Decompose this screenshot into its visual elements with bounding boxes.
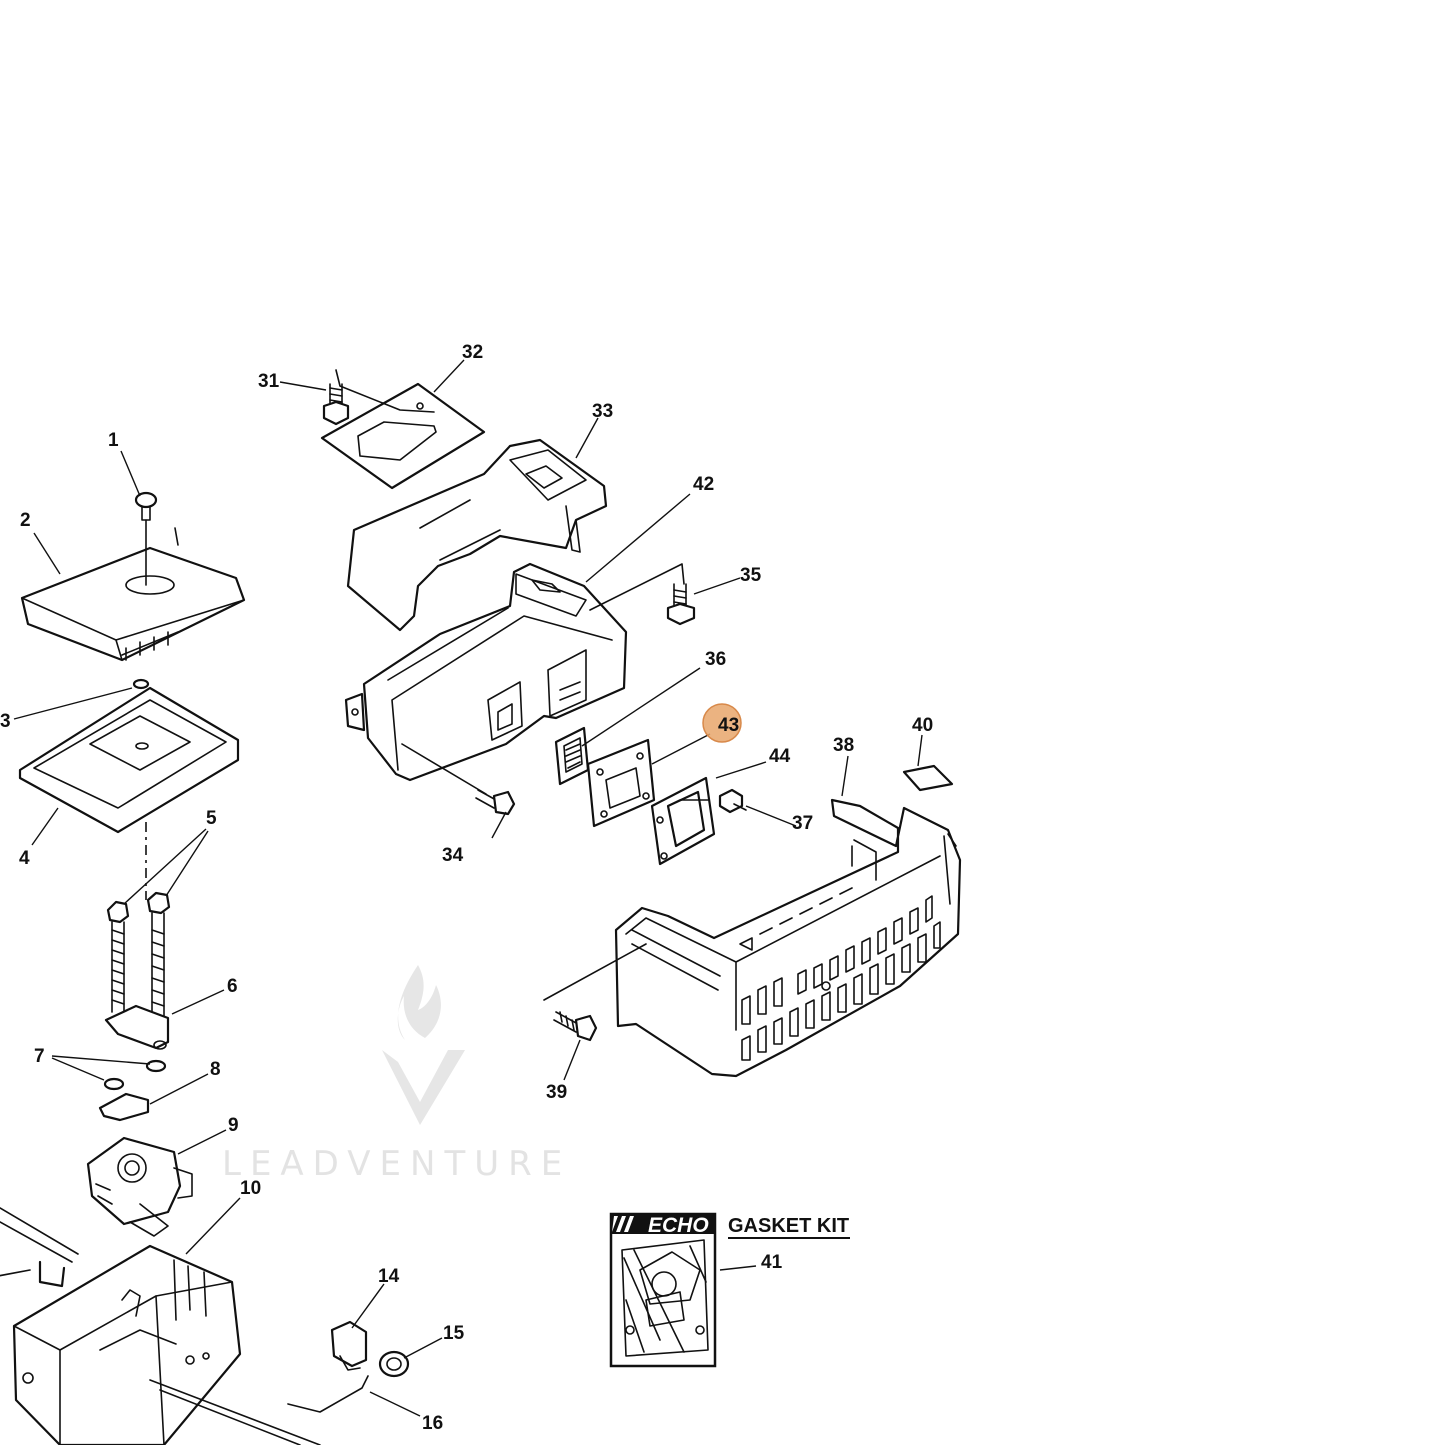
callout-14[interactable]: 14 [378,1266,400,1287]
muffler-42[interactable] [344,562,685,782]
cover-screw[interactable] [134,491,158,586]
muffler-gasket-32[interactable] [320,369,486,490]
callout-38[interactable]: 38 [833,735,854,756]
bolt-5-left[interactable] [106,900,130,1013]
spark-arrester-screen[interactable] [554,726,590,786]
bolt-5-right[interactable] [146,891,171,1031]
callout-8[interactable]: 8 [210,1059,221,1080]
callout-1[interactable]: 1 [108,430,119,451]
callout-5[interactable]: 5 [206,808,217,829]
air-filter-element[interactable] [18,686,240,834]
bolt-31[interactable] [322,383,350,426]
callout-33[interactable]: 33 [592,401,613,422]
callout-35[interactable]: 35 [740,565,762,586]
muffler-cap-44[interactable] [650,776,716,866]
callout-39[interactable]: 39 [546,1082,567,1103]
filter-bracket[interactable] [104,1004,170,1050]
throttle-rod[interactable] [0,1207,79,1263]
rod-clip[interactable] [38,1260,66,1288]
callout-labels: 1 2 3 4 5 6 7 8 9 10 14 15 16 31 32 33 3… [0,342,933,1434]
washer-7-right[interactable] [145,1059,167,1073]
muffler-guard-38[interactable] [614,798,962,1078]
callout-2[interactable]: 2 [20,510,31,531]
callout-7[interactable]: 7 [34,1046,45,1067]
choke-lever[interactable] [330,1320,368,1371]
gasket-43[interactable] [586,738,656,828]
watermark-v-icon [382,1050,465,1125]
callout-32[interactable]: 32 [462,342,483,363]
callout-37[interactable]: 37 [792,813,813,834]
callout-9[interactable]: 9 [228,1115,239,1136]
callout-15[interactable]: 15 [443,1323,465,1344]
callout-42[interactable]: 42 [693,474,714,495]
gasket-kit-illustration [621,1239,709,1357]
air-cleaner-case[interactable] [12,1244,321,1445]
washer-3[interactable] [132,678,150,690]
carburetor-gasket[interactable] [98,1092,150,1122]
callout-16[interactable]: 16 [422,1413,443,1434]
bolt-37[interactable] [718,788,747,814]
callout-43[interactable]: 43 [718,715,739,736]
bolt-34[interactable] [401,743,516,816]
gasket-kit-title: GASKET KIT [728,1215,849,1237]
highlight-marker-43[interactable] [702,703,742,743]
callout-36[interactable]: 36 [705,649,726,670]
callout-40[interactable]: 40 [912,715,933,736]
watermark: LEADVENTURE [222,965,571,1184]
watermark-flame-icon [397,965,441,1040]
callout-41[interactable]: 41 [761,1252,783,1273]
carburetor[interactable] [86,1136,193,1237]
callout-10[interactable]: 10 [240,1178,261,1199]
rod-leader [0,1269,31,1277]
bolt-35[interactable] [666,583,696,626]
air-cleaner-cover[interactable] [20,527,246,662]
callout-6[interactable]: 6 [227,976,238,997]
leader-lines [13,359,923,1417]
choke-knob[interactable] [378,1350,410,1378]
callout-34[interactable]: 34 [442,845,464,866]
washer-7-left[interactable] [103,1077,125,1091]
guard-vent-slots [739,887,941,1061]
callout-3[interactable]: 3 [0,711,11,732]
callout-31[interactable]: 31 [258,371,280,392]
callout-4[interactable]: 4 [19,848,30,869]
bolt-39[interactable] [543,943,647,1042]
choke-wire[interactable] [287,1375,369,1413]
gasket-kit-brand: ECHO [648,1214,709,1237]
callout-44[interactable]: 44 [769,746,791,767]
heat-shield-33[interactable] [346,438,608,632]
brand-bar [611,1214,715,1234]
watermark-text: LEADVENTURE [222,1144,571,1184]
gasket-kit[interactable]: ECHO GASKET KIT [609,1212,850,1368]
label-plate-40[interactable] [902,764,954,792]
